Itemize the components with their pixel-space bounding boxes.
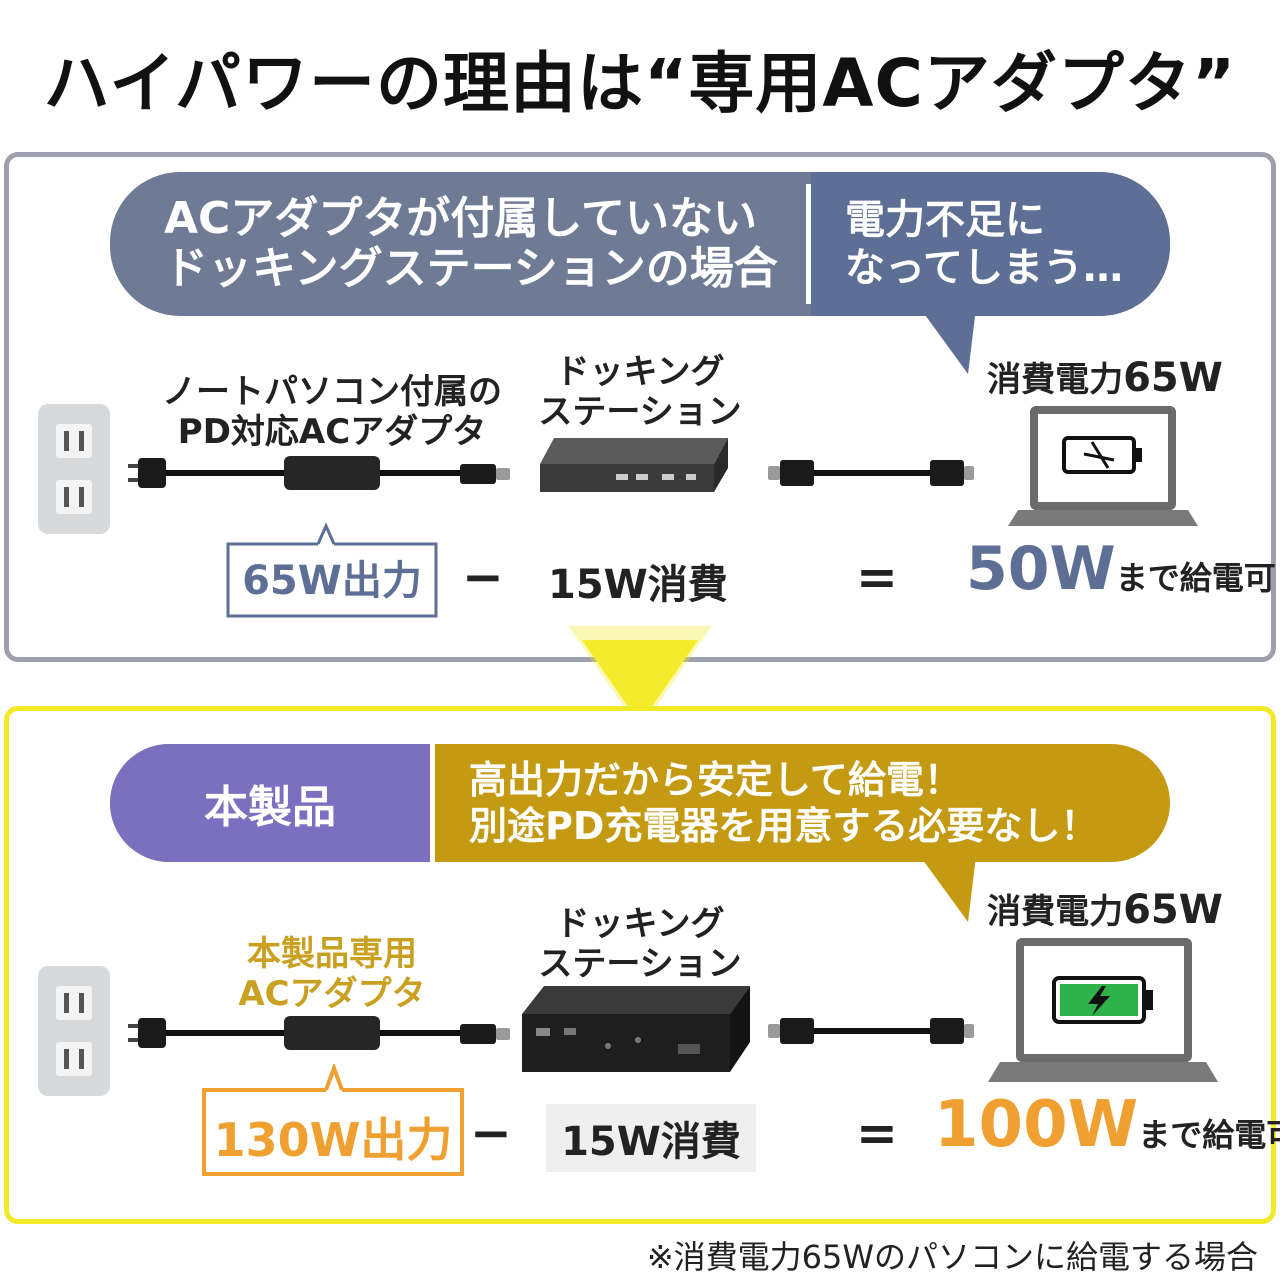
battery-charging-icon (1052, 976, 1153, 1024)
top-adapter-label-line1: ノートパソコン付属の (162, 372, 502, 412)
usb-c-cable-icon (768, 1018, 974, 1044)
bottom-minus-sign: − (470, 1104, 512, 1162)
bottom-output-value: 130W出力 (213, 1113, 453, 1167)
top-bubble-tail (920, 308, 976, 374)
battery-empty-icon (1062, 436, 1142, 474)
footnote: ※消費電力65Wのパソコンに給電する場合 (646, 1238, 1258, 1276)
usb-c-cable-icon (768, 460, 974, 486)
bubble-divider (430, 744, 435, 862)
bottom-laptop-label: 消費電力65W (980, 890, 1230, 932)
top-speech-bubble: ACアダプタが付属していない ドッキングステーションの場合 電力不足に なってし… (110, 172, 1170, 316)
page-title: ハイパワーの理由は“専用ACアダプタ” (43, 45, 1237, 122)
ac-adapter-icon (128, 1016, 510, 1050)
top-consume-value: 15W消費 (548, 562, 728, 608)
top-equals-sign: = (856, 548, 898, 606)
bottom-adapter-label-line2: ACアダプタ (238, 974, 426, 1014)
top-result-value: 50W (966, 534, 1116, 604)
bottom-result: 100Wまで給電可 (934, 1088, 1280, 1162)
bottom-result-suffix: まで給電可 (1138, 1116, 1280, 1154)
bottom-bubble-left: 本製品 (110, 744, 430, 862)
bubble-divider (806, 184, 811, 304)
top-dock-label-line2: ステーション (538, 392, 742, 432)
top-minus-sign: − (462, 548, 504, 606)
bottom-dock-label-line1: ドッキング (555, 904, 725, 944)
bottom-bubble-tail (920, 856, 976, 922)
top-result: 50Wまで給電可 (966, 534, 1276, 604)
ac-adapter-icon (128, 456, 510, 490)
top-bubble-line1: ACアダプタが付属していない (164, 193, 758, 244)
laptop-icon (988, 938, 1218, 1082)
top-laptop-label-prefix: 消費電力 (987, 360, 1124, 400)
bottom-bubble-line2: 別途PD充電器を用意する必要なし！ (469, 804, 1099, 848)
bottom-laptop-label-value: 65W (1123, 887, 1223, 933)
bottom-result-value: 100W (934, 1088, 1139, 1162)
docking-station-icon (540, 438, 728, 492)
top-adapter-label: ノートパソコン付属の PD対応ACアダプタ (152, 372, 512, 452)
top-laptop-label: 消費電力65W (980, 358, 1230, 400)
laptop-icon (1008, 406, 1198, 526)
top-adapter-label-line2: PD対応ACアダプタ (177, 412, 487, 452)
top-laptop-label-value: 65W (1123, 355, 1223, 401)
power-outlet-icon (38, 404, 110, 534)
top-bubble-right-line1: 電力不足に (845, 197, 1045, 243)
top-output-value: 65W出力 (242, 558, 422, 604)
bottom-speech-bubble: 本製品 高出力だから安定して給電！ 別途PD充電器を用意する必要なし！ (110, 744, 1170, 862)
top-bubble-line2: ドッキングステーションの場合 (164, 243, 778, 294)
bottom-laptop-label-prefix: 消費電力 (987, 892, 1124, 932)
top-result-suffix: まで給電可 (1115, 559, 1276, 597)
down-arrow-icon (568, 626, 712, 730)
bottom-equals-sign: = (856, 1104, 898, 1162)
bottom-consume-value: 15W消費 (546, 1104, 756, 1172)
top-bubble-right-line2: なってしまう… (845, 245, 1123, 291)
top-output-box-frame (226, 522, 438, 618)
top-dock-label-line1: ドッキング (555, 352, 725, 392)
bottom-dock-label-line2: ステーション (538, 944, 742, 984)
bottom-output-box-frame (202, 1064, 464, 1176)
power-outlet-icon (38, 966, 110, 1096)
bottom-adapter-label: 本製品専用 ACアダプタ (212, 934, 452, 1014)
docking-station-icon (522, 986, 750, 1072)
bottom-adapter-label-line1: 本製品専用 (247, 934, 417, 974)
bottom-bubble-line1: 高出力だから安定して給電！ (469, 758, 962, 802)
bottom-dock-label: ドッキング ステーション (520, 904, 760, 984)
top-dock-label: ドッキング ステーション (520, 352, 760, 432)
